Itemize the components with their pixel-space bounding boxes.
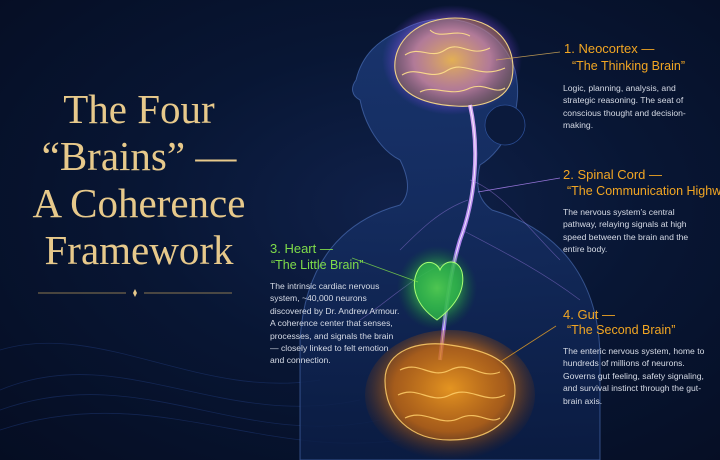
title-line-3: A Coherence (32, 180, 246, 226)
spinal-cord-description: The nervous system’s central pathway, re… (563, 207, 689, 255)
heart-subtitle: “The Little Brain” (271, 258, 364, 272)
title-divider (38, 289, 232, 297)
spinal-cord-heading: 2. Spinal Cord — (563, 167, 662, 182)
heart (413, 261, 464, 321)
title-line-2: “Brains” — (41, 133, 237, 179)
heart-description: The intrinsic cardiac nervous system, ~4… (270, 281, 400, 366)
neocortex-subtitle: “The Thinking Brain” (572, 59, 686, 73)
gut-subtitle: “The Second Brain” (567, 323, 676, 337)
body-silhouette (299, 18, 601, 460)
spinal-cord-subtitle: “The Communication Highway (567, 184, 720, 198)
gut-heading: 4. Gut — (563, 307, 616, 322)
title-line-1: The Four (63, 86, 215, 132)
gut (384, 343, 516, 441)
neocortex-heading: 1. Neocortex — (564, 41, 655, 56)
brain (394, 17, 514, 107)
hair-bun (484, 104, 526, 146)
title-line-4: Framework (44, 227, 234, 273)
gut-description: The enteric nervous system, home to hund… (563, 346, 705, 406)
page-title: The Four “Brains” — A Coherence Framewor… (14, 86, 264, 274)
neocortex-description: Logic, planning, analysis, and strategic… (563, 83, 686, 131)
heart-heading: 3. Heart — (270, 241, 333, 256)
leader-lines (351, 51, 561, 363)
